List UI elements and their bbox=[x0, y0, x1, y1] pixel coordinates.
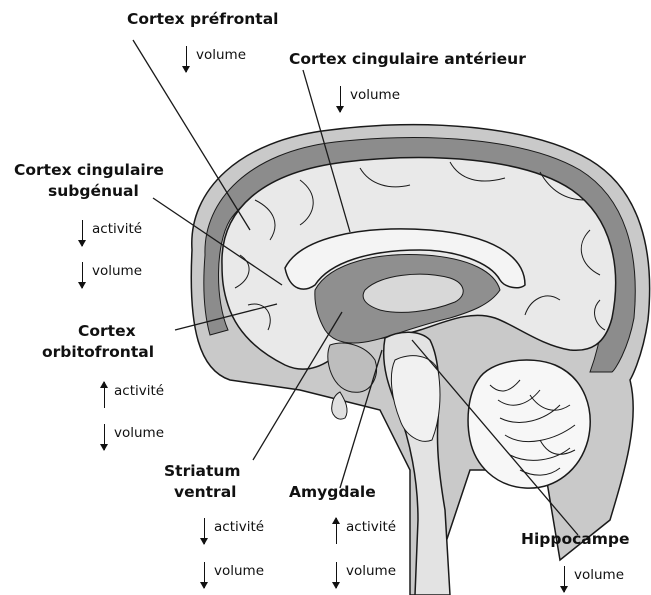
label-cortex-cingulaire-subgenual-line1: Cortex cingulaire bbox=[14, 161, 164, 180]
effect-hippocampe-volume: volume bbox=[560, 566, 624, 592]
effect-sgacc-volume: volume bbox=[78, 262, 142, 288]
effect-ofc-activite: activité bbox=[100, 382, 164, 408]
label-cortex-cingulaire-subgenual-line2: subgénual bbox=[48, 182, 139, 201]
arrow-down-icon bbox=[100, 424, 110, 450]
effect-striatum-activite: activité bbox=[200, 518, 264, 544]
effect-amygdale-activite: activité bbox=[332, 518, 396, 544]
label-cortex-orbitofrontal-line1: Cortex bbox=[78, 322, 136, 341]
effect-sgacc-activite: activité bbox=[78, 220, 142, 246]
label-cortex-prefrontal: Cortex préfrontal bbox=[127, 10, 279, 29]
cerebellum bbox=[468, 360, 590, 488]
label-hippocampe: Hippocampe bbox=[521, 530, 630, 549]
arrow-up-icon bbox=[332, 518, 342, 544]
label-striatum-ventral-line1: Striatum bbox=[164, 462, 241, 481]
arrow-down-icon bbox=[200, 518, 210, 544]
arrow-down-icon bbox=[332, 562, 342, 588]
arrow-down-icon bbox=[200, 562, 210, 588]
label-amygdale: Amygdale bbox=[289, 483, 376, 502]
effect-acc-volume: volume bbox=[336, 86, 400, 112]
arrow-down-icon bbox=[560, 566, 570, 592]
arrow-up-icon bbox=[100, 382, 110, 408]
arrow-down-icon bbox=[78, 262, 88, 288]
arrow-down-icon bbox=[78, 220, 88, 246]
effect-striatum-volume: volume bbox=[200, 562, 264, 588]
label-cortex-cingulaire-anterieur: Cortex cingulaire antérieur bbox=[289, 50, 526, 69]
label-striatum-ventral-line2: ventral bbox=[174, 483, 236, 502]
effect-ofc-volume: volume bbox=[100, 424, 164, 450]
arrow-down-icon bbox=[182, 46, 192, 72]
label-cortex-orbitofrontal-line2: orbitofrontal bbox=[42, 343, 154, 362]
arrow-down-icon bbox=[336, 86, 346, 112]
effect-amygdale-volume: volume bbox=[332, 562, 396, 588]
effect-pfc-volume: volume bbox=[182, 46, 246, 72]
